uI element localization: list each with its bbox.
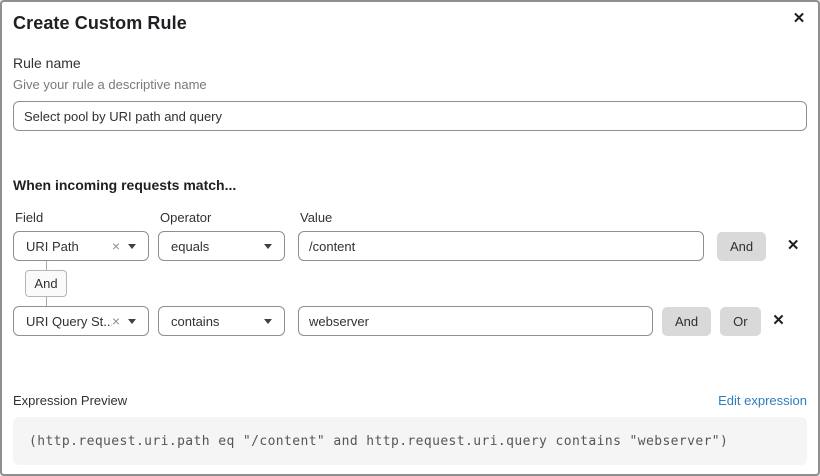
field-select-2-value: URI Query St...	[26, 313, 112, 329]
add-and-condition-button-2[interactable]: And	[662, 306, 712, 336]
clear-selection-icon[interactable]: ×	[111, 313, 120, 329]
field-select-1-value: URI Path	[26, 238, 79, 254]
add-or-condition-button-2[interactable]: Or	[720, 306, 761, 336]
caret-down-icon	[128, 318, 136, 324]
operator-select-2[interactable]: contains	[158, 306, 285, 336]
field-select-1[interactable]: URI Path ×	[13, 231, 149, 261]
operator-column-label: Operator	[160, 210, 212, 225]
rule-name-help: Give your rule a descriptive name	[13, 77, 207, 92]
condition-row-1: URI Path × equals And ✕	[13, 231, 807, 261]
edit-expression-link[interactable]: Edit expression	[718, 393, 807, 408]
condition-row-2: URI Query St... × contains And Or ✕	[13, 306, 807, 336]
add-and-condition-button-1[interactable]: And	[717, 231, 767, 261]
caret-down-icon	[264, 243, 272, 249]
close-icon[interactable]: ✕	[788, 8, 810, 30]
operator-select-1[interactable]: equals	[158, 231, 285, 261]
value-column-label: Value	[300, 210, 333, 225]
expression-preview-code: (http.request.uri.path eq "/content" and…	[13, 417, 807, 465]
field-column-label: Field	[15, 210, 44, 225]
expression-code-text: (http.request.uri.path eq "/content" and…	[29, 433, 729, 449]
rule-name-input[interactable]	[13, 101, 807, 131]
caret-down-icon	[128, 243, 136, 249]
value-input-2[interactable]	[298, 306, 653, 336]
match-section-heading: When incoming requests match...	[13, 177, 237, 193]
remove-row-icon-2[interactable]: ✕	[768, 310, 790, 332]
connector-and-badge: And	[25, 270, 67, 297]
value-input-1[interactable]	[298, 231, 704, 261]
operator-select-2-value: contains	[171, 313, 220, 329]
dialog-title: Create Custom Rule	[13, 13, 187, 33]
condition-columns-header: Field Operator Value	[13, 210, 807, 225]
expression-header: Expression Preview Edit expression	[13, 393, 807, 408]
caret-down-icon	[264, 318, 272, 324]
clear-selection-icon[interactable]: ×	[111, 238, 120, 254]
operator-select-1-value: equals	[171, 238, 210, 254]
condition-connector: And	[13, 261, 807, 306]
expression-preview-label: Expression Preview	[13, 393, 128, 408]
rule-name-label: Rule name	[13, 55, 81, 71]
remove-row-icon-1[interactable]: ✕	[782, 235, 804, 257]
field-select-2[interactable]: URI Query St... ×	[13, 306, 149, 336]
